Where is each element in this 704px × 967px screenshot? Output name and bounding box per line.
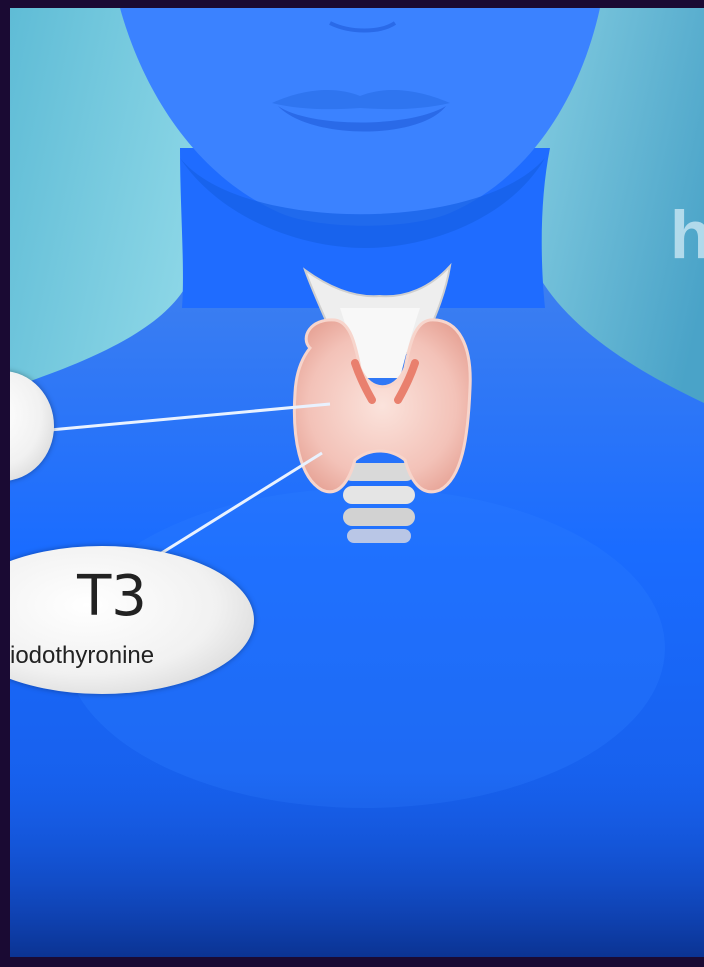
partial-heading-text: h xyxy=(670,196,704,274)
illustration-scene: h T3 iodothyronine xyxy=(10,8,704,957)
t3-name: iodothyronine xyxy=(10,642,254,670)
neck-illustration xyxy=(10,8,704,957)
t3-symbol: T3 xyxy=(10,564,254,629)
bottom-shade xyxy=(10,768,704,957)
trachea xyxy=(343,463,415,543)
